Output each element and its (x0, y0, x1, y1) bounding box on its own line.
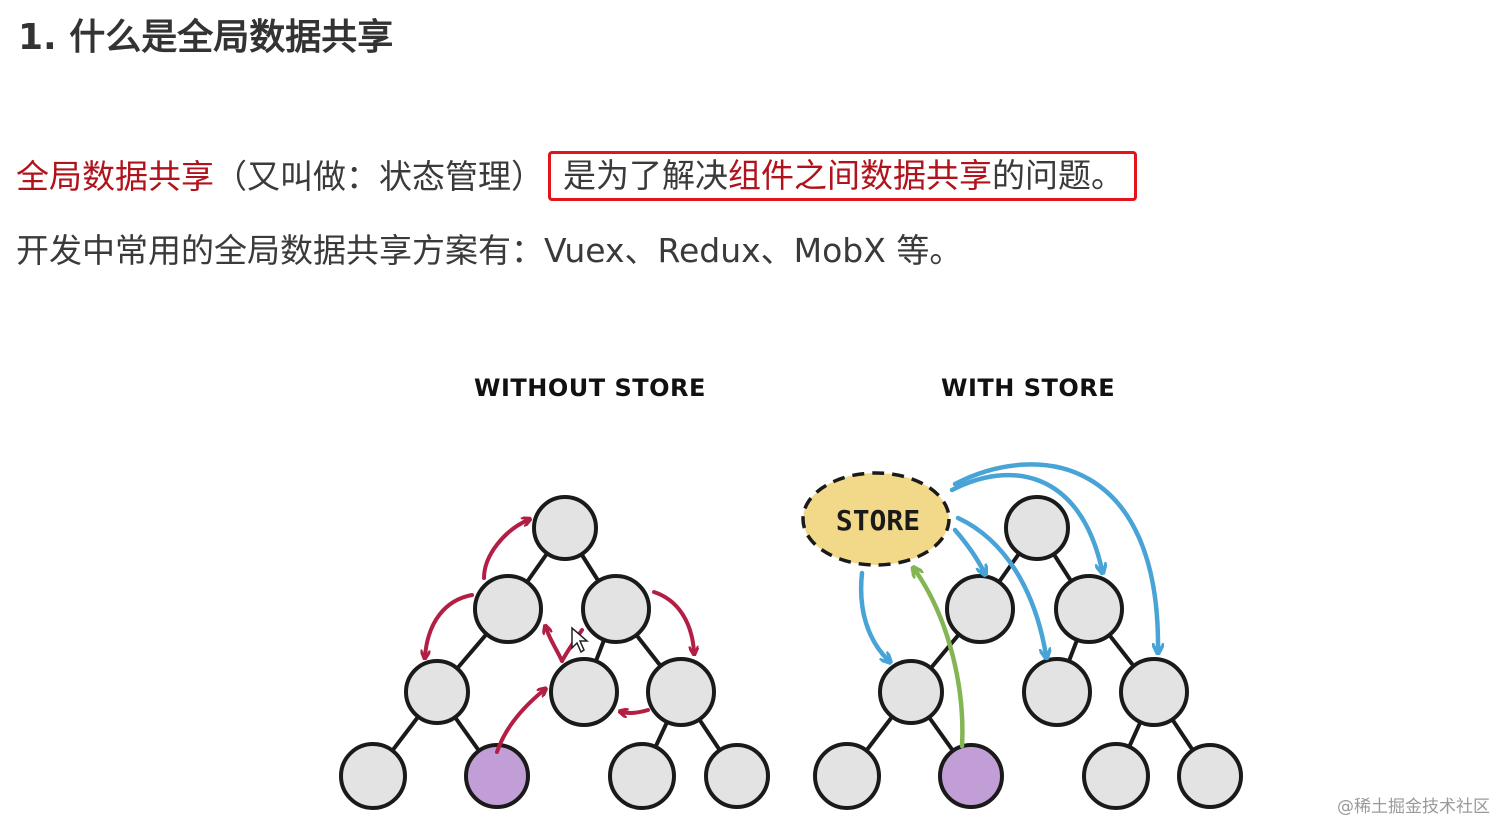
left-node-l3c (646, 657, 716, 727)
right-node-l3b (1022, 657, 1092, 727)
right-node-l2b (1054, 574, 1124, 644)
definition-boxed-suffix: 的问题。 (992, 156, 1124, 195)
right-root-node (1004, 495, 1070, 561)
left-tree-nodes (339, 495, 770, 810)
store-label: STORE (836, 504, 920, 537)
update-arrow (915, 570, 965, 749)
left-leaf-d (704, 743, 770, 809)
definition-boxed-prefix: 是为了解决 (563, 156, 728, 195)
right-node-l2a (945, 574, 1015, 644)
left-leaf-a (339, 742, 407, 810)
left-node-l3a (404, 659, 470, 725)
definition-alias: （又叫做：状态管理） (214, 157, 544, 196)
watermark: @稀土掘金技术社区 (1337, 797, 1490, 817)
right-leaf-a (813, 742, 881, 810)
right-tree-edges (845, 526, 1212, 778)
left-node-l2a (473, 574, 543, 644)
store-node: STORE (801, 471, 951, 567)
right-node-l3c (1119, 657, 1189, 727)
definition-line: 全局数据共享（又叫做：状态管理）是为了解决组件之间数据共享的问题。 (16, 151, 1137, 202)
right-leaf-d (1177, 743, 1243, 809)
left-node-l2b (581, 574, 651, 644)
with-store-title: WITH STORE (941, 374, 1116, 402)
right-node-l3a (878, 659, 944, 725)
definition-term: 全局数据共享 (16, 157, 214, 196)
solutions-line: 开发中常用的全局数据共享方案有：Vuex、Redux、MobX 等。 (16, 231, 963, 270)
right-leaf-c (1082, 742, 1150, 810)
definition-highlight-box: 是为了解决组件之间数据共享的问题。 (548, 151, 1137, 201)
left-leaf-c (608, 742, 676, 810)
left-root-node (532, 495, 598, 561)
left-tree-edges (371, 526, 739, 778)
left-prop-arrows (425, 520, 694, 754)
store-broadcast-arrows (858, 462, 1158, 660)
without-store-title: WITHOUT STORE (474, 374, 706, 402)
right-source-node (938, 743, 1004, 809)
mouse-cursor-icon (571, 626, 590, 654)
definition-boxed-highlight: 组件之间数据共享 (728, 156, 992, 195)
left-node-l3b (549, 657, 619, 727)
left-source-node (464, 743, 530, 809)
page-title: 1. 什么是全局数据共享 (18, 17, 394, 58)
right-tree-nodes (813, 495, 1243, 810)
